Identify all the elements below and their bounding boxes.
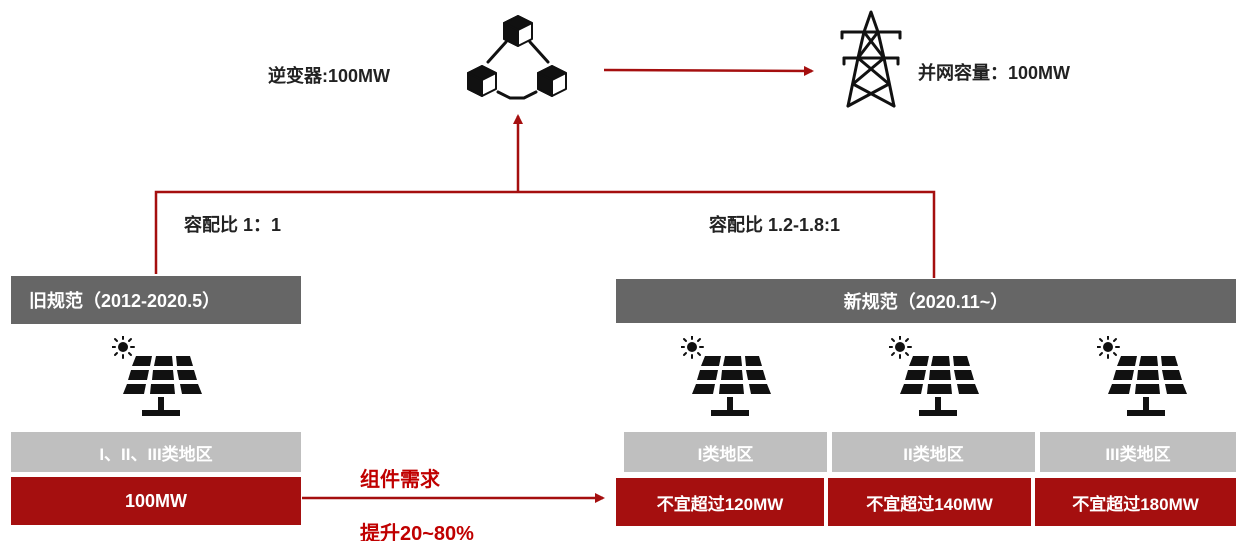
new-ratio-label: 容配比 1.2-1.8:1 (709, 215, 841, 235)
grid-capacity-label: 并网容量：100MW (918, 63, 1071, 83)
new-region-2: II类地区 (832, 432, 1035, 472)
old-spec-connector (154, 190, 936, 278)
old-region-label: I、II、III类地区 (11, 432, 301, 472)
old-spec-title: 旧规范（2012-2020.5） (11, 276, 301, 324)
solar-panel-icon (681, 336, 771, 416)
inverter-blocks-icon (467, 15, 567, 100)
solar-panel-icon (112, 336, 202, 416)
demand-line1: 组件需求 (360, 469, 440, 491)
old-capacity-label: 100MW (11, 477, 301, 525)
demand-line2: 提升20~80% (360, 523, 474, 541)
new-capacity-2: 不宜超过140MW (828, 478, 1031, 526)
old-ratio-label: 容配比 1：1 (184, 215, 282, 235)
solar-panel-icon (1097, 336, 1187, 416)
new-capacity-1: 不宜超过120MW (616, 478, 824, 526)
power-tower-icon (840, 10, 902, 108)
solar-panel-icon (889, 336, 979, 416)
new-region-1: I类地区 (624, 432, 827, 472)
new-spec-title: 新规范（2020.11~） (616, 279, 1236, 323)
new-region-3: III类地区 (1040, 432, 1236, 472)
inverter-label: 逆变器:100MW (268, 66, 391, 86)
inverter-to-grid-arrow (603, 65, 814, 76)
new-capacity-3: 不宜超过180MW (1035, 478, 1236, 526)
